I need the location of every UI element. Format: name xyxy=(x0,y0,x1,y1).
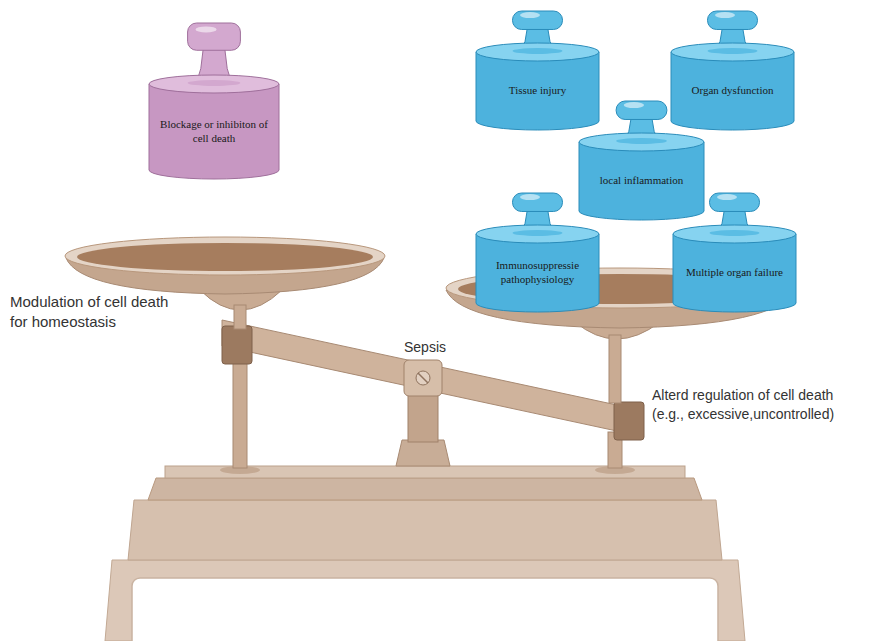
center-column xyxy=(408,392,438,442)
balance-beam xyxy=(222,320,640,436)
pivot-label: Sepsis xyxy=(402,338,448,357)
column-foot xyxy=(396,440,450,466)
pivot-slot xyxy=(418,373,428,383)
scale-base-step xyxy=(148,478,702,500)
weight-top xyxy=(476,43,599,61)
weight-body xyxy=(673,234,796,312)
weight-neck-base xyxy=(513,48,563,54)
weight-shape xyxy=(672,192,797,314)
weight-shape xyxy=(475,192,600,314)
weight-node: Tissue injury xyxy=(475,10,600,130)
weight-highlight xyxy=(715,12,735,18)
weight-neck-base xyxy=(616,138,667,144)
weight-shape xyxy=(578,100,705,222)
weight-label: Multiple organ failure xyxy=(684,266,785,280)
weight-highlight xyxy=(717,194,737,200)
weight-node: Blockage or inhibiton of cell death xyxy=(148,22,280,179)
weight-highlight xyxy=(520,194,540,200)
weight-cap xyxy=(710,193,760,211)
weight-top xyxy=(149,75,279,93)
weight-node: local inflammation xyxy=(578,100,705,220)
weight-top xyxy=(579,133,704,151)
side-label: Modulation of cell death for homeostasis xyxy=(10,292,188,333)
weight-body xyxy=(476,52,599,130)
left-post xyxy=(233,350,247,468)
left-joint xyxy=(222,326,252,364)
weight-label: Tissue injury xyxy=(487,84,588,98)
weight-shape xyxy=(475,10,600,132)
weight-body xyxy=(671,52,794,130)
weight-label: Blockage or inhibiton of cell death xyxy=(160,118,268,146)
weight-label: Organ dysfunction xyxy=(682,84,783,98)
weight-cap xyxy=(616,101,667,119)
weight-highlight xyxy=(520,12,540,18)
weight-cap xyxy=(708,11,758,29)
weight-body xyxy=(579,142,704,220)
weight-cap xyxy=(188,23,241,50)
weight-top xyxy=(671,43,794,61)
weight-highlight xyxy=(624,102,644,108)
weight-node: Organ dysfunction xyxy=(670,10,795,130)
pan-stem xyxy=(234,305,246,329)
weight-label: local inflammation xyxy=(590,174,693,188)
weight-body xyxy=(149,84,279,179)
weight-neck-base xyxy=(710,230,760,236)
weight-node: Multiple organ failure xyxy=(672,192,797,312)
left-pan-rim xyxy=(65,237,385,275)
right-joint xyxy=(614,402,644,440)
weight-neck-base xyxy=(708,48,758,54)
weight-shape xyxy=(670,10,795,132)
weight-top xyxy=(673,225,796,243)
weight-label: Immunosuppressie pathophysiology xyxy=(487,259,588,287)
weight-neck-base xyxy=(513,230,563,236)
pivot-screw xyxy=(416,371,430,385)
side-label: Alterd regulation of cell death (e.g., e… xyxy=(652,386,865,424)
base-panel xyxy=(132,578,718,641)
weight-body xyxy=(476,234,599,312)
weight-shape xyxy=(148,22,280,181)
weight-highlight xyxy=(196,26,217,32)
weight-cap xyxy=(513,193,563,211)
pivot-box xyxy=(404,360,442,396)
weight-node: Immunosuppressie pathophysiology xyxy=(475,192,600,312)
weight-top xyxy=(476,225,599,243)
left-pan-inside xyxy=(77,243,373,271)
scale-base-middle xyxy=(128,500,722,560)
pan-stem xyxy=(609,335,621,403)
weight-neck-base xyxy=(188,80,241,86)
weight-cap xyxy=(513,11,563,29)
